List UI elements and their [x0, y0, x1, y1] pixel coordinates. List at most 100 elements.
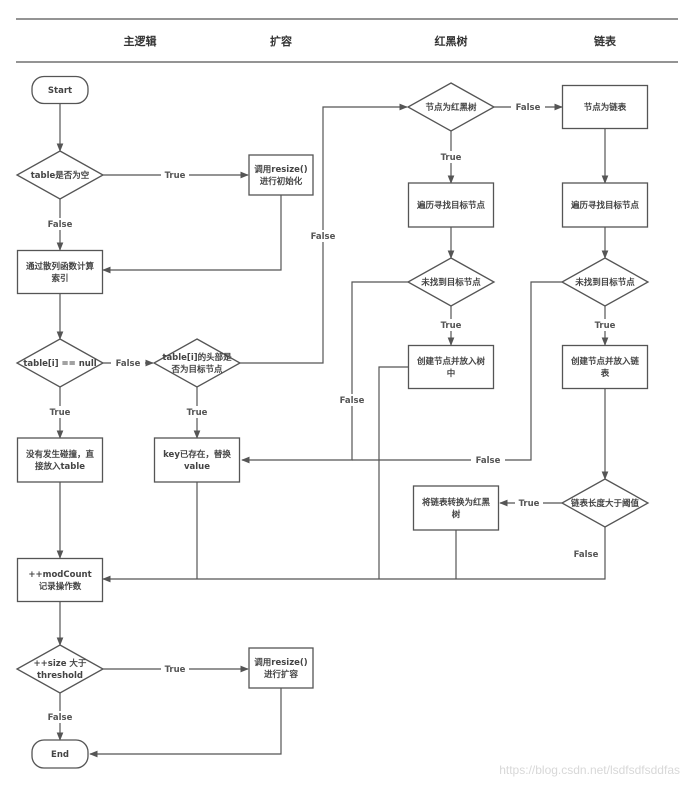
edge-label-false: False	[476, 456, 501, 466]
edge-label-bg	[161, 169, 189, 181]
node-label: 创建节点并放入树	[416, 356, 486, 367]
edge-label-bg	[43, 711, 77, 723]
process-box	[561, 344, 649, 390]
edge-label-bg	[43, 218, 77, 230]
lane-header-rbtree: 红黑树	[435, 34, 468, 48]
node-label: 进行扩容	[264, 669, 299, 680]
nodes: Starttable是否为空调用resize()进行初始化通过散列函数计算索引t…	[15, 75, 650, 769]
edge-label-bg	[437, 151, 465, 163]
process-box	[407, 344, 495, 390]
edges	[56, 103, 609, 758]
node-label: 遍历寻找目标节点	[416, 200, 486, 211]
node-label: 索引	[51, 273, 68, 284]
edge-label-bg	[161, 663, 189, 675]
node-label: table[i]的头部是	[162, 352, 232, 363]
process-box	[561, 84, 649, 130]
edge-label-false: False	[340, 396, 365, 406]
node-resize-init: 调用resize()进行初始化	[248, 154, 314, 196]
node-label: 节点为红黑树	[425, 102, 477, 113]
decision-diamond	[152, 338, 242, 388]
edge-label-false: False	[48, 220, 73, 230]
node-list-traverse: 遍历寻找目标节点	[561, 182, 649, 228]
edge-label-bg	[437, 319, 465, 331]
node-label: ++size 大于	[34, 658, 87, 669]
process-box	[412, 485, 500, 531]
process-box	[153, 437, 241, 483]
edge-label-true: True	[595, 321, 616, 331]
edge-label-bg	[111, 357, 145, 369]
node-label: table是否为空	[31, 170, 90, 181]
node-table-empty: table是否为空	[15, 150, 105, 200]
lane-header-list: 链表	[594, 34, 617, 48]
node-slot-null: table[i] == null	[15, 338, 105, 388]
node-label: 链表长度大于阈值	[571, 498, 640, 509]
node-replace-value: key已存在，替换 value	[153, 437, 241, 483]
node-label: 记录操作数	[39, 581, 82, 592]
node-label: key已存在，替换	[163, 449, 231, 460]
node-size-check: ++size 大于 threshold	[15, 644, 105, 694]
process-box	[407, 182, 495, 228]
edge-tree_not_found-to-replace_value	[241, 281, 408, 464]
edge-label-bg	[471, 454, 505, 466]
edge-label-false: False	[311, 232, 336, 242]
node-label: 中	[447, 368, 456, 379]
node-label: 树	[452, 509, 461, 520]
edge-resize_init-to-hash_index	[102, 195, 282, 274]
node-label: 否为目标节点	[170, 364, 223, 375]
edge-label-false: False	[116, 359, 141, 369]
node-label: End	[51, 750, 69, 760]
edge-label-false: False	[48, 713, 73, 723]
process-box	[561, 182, 649, 228]
node-label: value	[184, 462, 210, 472]
node-label: 节点为链表	[584, 102, 627, 113]
edge-label-true: True	[519, 499, 540, 509]
node-label: 未找到目标节点	[574, 277, 635, 288]
terminal-shape	[31, 739, 89, 769]
node-label: 将链表转换为红黑	[422, 497, 491, 508]
node-label: table[i] == null	[23, 359, 96, 369]
swimlane-header: 主逻辑扩容红黑树链表	[16, 18, 678, 63]
edge-tree_insert-to-mod_count	[378, 366, 408, 579]
node-tree-traverse: 遍历寻找目标节点	[407, 182, 495, 228]
node-label: 调用resize()	[254, 657, 308, 668]
node-is-tree: 节点为红黑树	[406, 82, 496, 132]
decision-diamond	[406, 257, 496, 307]
edge-label-bg	[183, 406, 211, 418]
node-label: 进行初始化	[260, 176, 303, 187]
node-label: 遍历寻找目标节点	[570, 200, 640, 211]
node-label: Start	[48, 86, 72, 96]
node-label: 创建节点并放入链	[570, 356, 640, 367]
node-label: 未找到目标节点	[420, 277, 481, 288]
edge-label-true: True	[165, 665, 186, 675]
process-box	[16, 557, 104, 603]
decision-diamond	[560, 478, 650, 528]
process-box	[16, 249, 104, 295]
decision-diamond	[15, 150, 105, 200]
edge-label-bg	[511, 101, 545, 113]
process-box	[16, 437, 104, 483]
terminal-shape	[31, 75, 89, 105]
node-label: 表	[600, 368, 610, 379]
edge-label-false: False	[516, 103, 541, 113]
decision-diamond	[406, 82, 496, 132]
watermark: https://blog.csdn.net/lsdfsdfsddfas	[499, 763, 680, 777]
edge-label-true: True	[187, 408, 208, 418]
edge-resize_expand-to-end	[89, 688, 282, 758]
edge-label-true: True	[50, 408, 71, 418]
node-label: 通过散列函数计算	[26, 261, 95, 272]
node-label: ++modCount	[28, 570, 91, 580]
node-list-threshold: 链表长度大于阈值	[560, 478, 650, 528]
edge-label-bg	[591, 319, 619, 331]
edge-list_threshold-to-mod_count	[102, 527, 606, 583]
node-label: 调用resize()	[254, 164, 308, 175]
node-label: threshold	[37, 671, 83, 681]
node-list-not-found: 未找到目标节点	[560, 257, 650, 307]
